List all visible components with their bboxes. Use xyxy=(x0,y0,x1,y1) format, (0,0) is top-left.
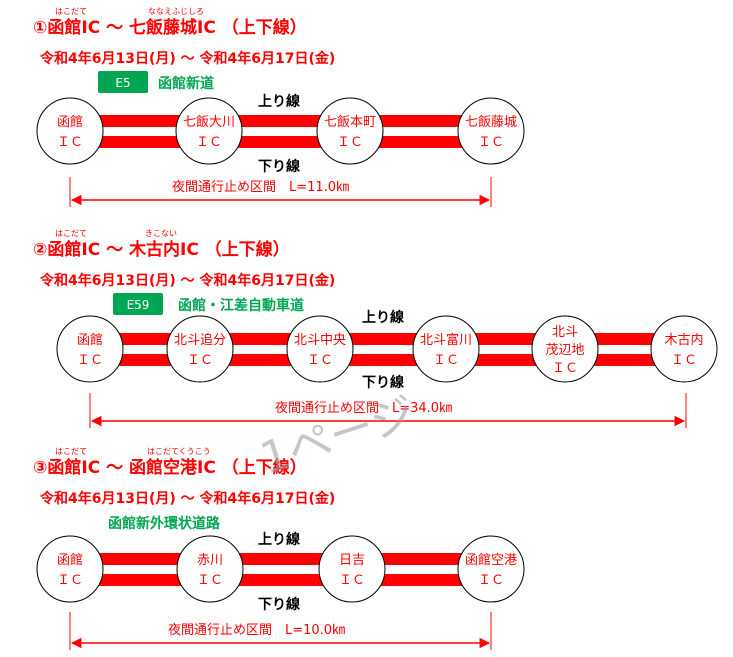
section-3-up-line xyxy=(70,553,490,565)
section-3-down-line xyxy=(70,574,490,586)
node-name: 北斗 xyxy=(552,325,578,340)
node-name: 七飯大川 xyxy=(183,115,235,130)
node-ic: ＩＣ xyxy=(671,353,697,368)
node-name: 北斗富川 xyxy=(420,332,472,348)
section-3-down-label: 下り線 xyxy=(258,596,300,613)
section-2-down-label: 下り線 xyxy=(362,374,404,391)
interchange-node: 木古内 ＩＣ xyxy=(650,315,718,383)
section-3-span-label: 夜間通行止め区間 L=10.0㎞ xyxy=(168,623,345,638)
interchange-node: 函館 ＩＣ xyxy=(36,535,104,603)
node-ic: ＩＣ xyxy=(339,573,365,588)
node-ic: ＩＣ xyxy=(57,135,83,150)
node-name-line2: 茂辺地 xyxy=(545,343,584,358)
section-3-date: 令和4年6月13日(月) ～ 令和4年6月17日(金) xyxy=(39,490,335,507)
node-ic: ＩＣ xyxy=(433,353,459,368)
section-2-date: 令和4年6月13日(月) ～ 令和4年6月17日(金) xyxy=(39,272,335,289)
section-1-up-line xyxy=(70,115,490,127)
interchange-node: 七飯本町 ＩＣ xyxy=(316,97,384,165)
title-2-ruby-start: はこだて xyxy=(55,229,87,238)
title-1-ruby-end: ななえふじしろ xyxy=(148,7,204,16)
node-name: 北斗追分 xyxy=(174,332,226,348)
node-ic: ＩＣ xyxy=(337,135,363,150)
section-3: はこだて はこだてくうこう ③函館IC ～ 函館空港IC （上下線） 令和4年6… xyxy=(33,447,525,650)
section-1-road-name: 函館新道 xyxy=(158,75,214,92)
title-1-ruby-start: はこだて xyxy=(55,7,87,16)
section-2-title: ②函館IC ～ 木古内IC （上下線） xyxy=(33,239,290,260)
interchange-node: 日吉 ＩＣ xyxy=(318,535,386,603)
section-2-up-label: 上り線 xyxy=(362,309,404,326)
interchange-node: 赤川 ＩＣ xyxy=(176,535,244,603)
node-name: 函館 xyxy=(77,333,103,348)
interchange-node: 函館空港 ＩＣ xyxy=(457,535,525,603)
section-2: はこだて きこない ②函館IC ～ 木古内IC （上下線） 令和4年6月13日(… xyxy=(33,229,718,428)
node-name: 七飯藤城 xyxy=(465,115,517,130)
section-3-up-label: 上り線 xyxy=(258,531,300,548)
interchange-node: 北斗追分 ＩＣ xyxy=(166,315,234,383)
section-1: はこだて ななえふじしろ ①函館IC ～ 七飯藤城IC （上下線） 令和4年6月… xyxy=(33,7,525,207)
node-ic: ＩＣ xyxy=(478,573,504,588)
node-ic: ＩＣ xyxy=(197,573,223,588)
interchange-node: 函館 ＩＣ xyxy=(56,315,124,383)
section-1-up-label: 上り線 xyxy=(258,93,300,110)
node-ic: ＩＣ xyxy=(478,135,504,150)
node-ic: ＩＣ xyxy=(77,353,103,368)
section-3-title: ③函館IC ～ 函館空港IC （上下線） xyxy=(33,457,307,478)
title-2-ruby-end: きこない xyxy=(145,229,177,238)
section-1-span-label: 夜間通行止め区間 L=11.0㎞ xyxy=(172,180,349,195)
interchange-node: 函館 ＩＣ xyxy=(36,97,104,165)
node-ic: ＩＣ xyxy=(307,353,333,368)
node-ic: ＩＣ xyxy=(552,361,578,376)
node-ic: ＩＣ xyxy=(196,135,222,150)
node-ic: ＩＣ xyxy=(57,573,83,588)
node-name: 赤川 xyxy=(197,553,223,568)
section-2-road-name: 函館・江差自動車道 xyxy=(178,297,304,314)
interchange-node: 北斗 茂辺地 ＩＣ xyxy=(531,315,599,383)
section-1-date: 令和4年6月13日(月) ～ 令和4年6月17日(金) xyxy=(39,50,335,67)
node-name: 日吉 xyxy=(339,553,365,568)
title-3-ruby-end: はこだてくうこう xyxy=(147,447,211,456)
interchange-node: 七飯大川 ＩＣ xyxy=(175,97,243,165)
node-name: 北斗中央 xyxy=(294,333,346,348)
route-badge-e59 xyxy=(113,293,163,315)
route-badge-e59-label: E59 xyxy=(127,298,150,312)
route-badge-e5-label: E5 xyxy=(115,76,130,90)
node-name: 木古内 xyxy=(664,332,703,348)
node-name: 函館空港 xyxy=(465,553,517,568)
section-3-road-name: 函館新外環状道路 xyxy=(108,515,221,532)
interchange-node: 北斗富川 ＩＣ xyxy=(412,315,480,383)
section-1-down-line xyxy=(70,136,490,148)
node-name: 函館 xyxy=(57,553,83,568)
section-2-span-label: 夜間通行止め区間 L=34.0㎞ xyxy=(275,401,452,416)
section-1-down-label: 下り線 xyxy=(258,158,300,175)
route-badge-e5 xyxy=(98,71,148,93)
interchange-node: 北斗中央 ＩＣ xyxy=(286,315,354,383)
node-name: 七飯本町 xyxy=(324,115,376,130)
title-3-ruby-start: はこだて xyxy=(55,447,87,456)
node-ic: ＩＣ xyxy=(187,353,213,368)
node-name: 函館 xyxy=(57,115,83,130)
interchange-node: 七飯藤城 ＩＣ xyxy=(457,97,525,165)
section-1-title: ①函館IC ～ 七飯藤城IC （上下線） xyxy=(33,17,307,38)
